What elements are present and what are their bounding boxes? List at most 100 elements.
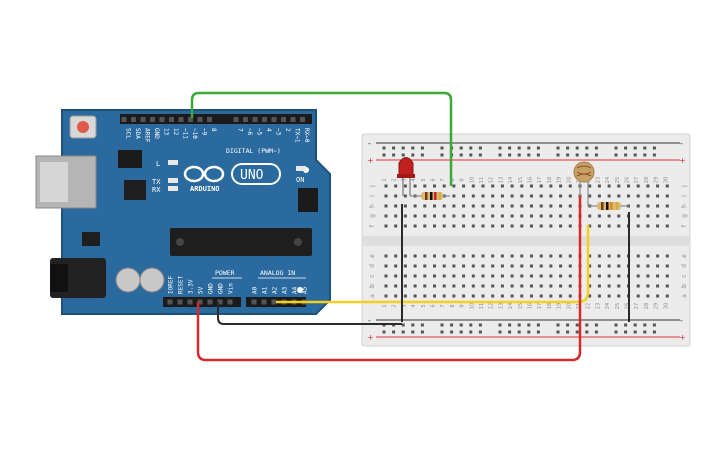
- breadboard-hole[interactable]: [597, 224, 601, 228]
- black-wire-gnd[interactable]: [217, 302, 402, 325]
- rail-hole[interactable]: [508, 323, 512, 327]
- breadboard-hole[interactable]: [510, 194, 514, 198]
- breadboard-hole[interactable]: [665, 224, 669, 228]
- breadboard-hole[interactable]: [636, 224, 640, 228]
- breadboard-hole[interactable]: [617, 224, 621, 228]
- breadboard-hole[interactable]: [656, 264, 660, 268]
- breadboard-hole[interactable]: [394, 184, 398, 188]
- breadboard-hole[interactable]: [403, 184, 407, 188]
- breadboard-hole[interactable]: [568, 294, 572, 298]
- breadboard-hole[interactable]: [442, 184, 446, 188]
- breadboard-hole[interactable]: [646, 274, 650, 278]
- breadboard-hole[interactable]: [607, 274, 611, 278]
- analog-pin-hole[interactable]: [251, 299, 257, 305]
- breadboard-hole[interactable]: [520, 184, 524, 188]
- breadboard-hole[interactable]: [559, 294, 563, 298]
- breadboard-hole[interactable]: [403, 194, 407, 198]
- analog-pin-hole[interactable]: [261, 299, 267, 305]
- power-pin-hole[interactable]: [187, 299, 193, 305]
- breadboard-hole[interactable]: [549, 284, 553, 288]
- rail-hole[interactable]: [624, 146, 628, 150]
- breadboard-hole[interactable]: [656, 254, 660, 258]
- rail-hole[interactable]: [556, 146, 560, 150]
- rail-hole[interactable]: [440, 153, 444, 157]
- breadboard-hole[interactable]: [403, 254, 407, 258]
- breadboard-hole[interactable]: [549, 224, 553, 228]
- rail-hole[interactable]: [450, 330, 454, 334]
- rail-hole[interactable]: [478, 330, 482, 334]
- reset-button-cap[interactable]: [77, 121, 89, 133]
- breadboard-hole[interactable]: [539, 214, 543, 218]
- breadboard-hole[interactable]: [500, 224, 504, 228]
- breadboard-hole[interactable]: [462, 194, 466, 198]
- breadboard-hole[interactable]: [481, 194, 485, 198]
- rail-hole[interactable]: [566, 146, 570, 150]
- yellow-wire[interactable]: [276, 225, 590, 304]
- breadboard-hole[interactable]: [491, 254, 495, 258]
- breadboard-hole[interactable]: [403, 224, 407, 228]
- rail-hole[interactable]: [594, 153, 598, 157]
- breadboard-hole[interactable]: [442, 204, 446, 208]
- breadboard-hole[interactable]: [646, 214, 650, 218]
- rail-hole[interactable]: [517, 146, 521, 150]
- breadboard-hole[interactable]: [471, 184, 475, 188]
- breadboard-hole[interactable]: [665, 294, 669, 298]
- breadboard-hole[interactable]: [491, 264, 495, 268]
- breadboard-hole[interactable]: [394, 194, 398, 198]
- breadboard-hole[interactable]: [510, 214, 514, 218]
- breadboard-hole[interactable]: [452, 204, 456, 208]
- breadboard-hole[interactable]: [462, 184, 466, 188]
- breadboard-hole[interactable]: [607, 284, 611, 288]
- rail-hole[interactable]: [624, 323, 628, 327]
- breadboard-hole[interactable]: [568, 184, 572, 188]
- rail-hole[interactable]: [450, 323, 454, 327]
- breadboard-hole[interactable]: [549, 214, 553, 218]
- rail-hole[interactable]: [585, 153, 589, 157]
- breadboard-hole[interactable]: [656, 274, 660, 278]
- rail-hole[interactable]: [478, 153, 482, 157]
- breadboard-hole[interactable]: [481, 204, 485, 208]
- breadboard-hole[interactable]: [597, 194, 601, 198]
- rail-hole[interactable]: [624, 330, 628, 334]
- breadboard-hole[interactable]: [384, 214, 388, 218]
- resistor-led[interactable]: [410, 192, 450, 200]
- rail-hole[interactable]: [469, 146, 473, 150]
- rail-hole[interactable]: [566, 153, 570, 157]
- breadboard-hole[interactable]: [549, 254, 553, 258]
- breadboard-hole[interactable]: [539, 224, 543, 228]
- breadboard-hole[interactable]: [413, 294, 417, 298]
- breadboard-hole[interactable]: [433, 254, 436, 258]
- breadboard-hole[interactable]: [471, 254, 475, 258]
- breadboard-hole[interactable]: [403, 284, 407, 288]
- breadboard-hole[interactable]: [530, 274, 533, 278]
- breadboard-hole[interactable]: [520, 294, 524, 298]
- breadboard-hole[interactable]: [394, 254, 398, 258]
- rail-hole[interactable]: [585, 146, 589, 150]
- breadboard-hole[interactable]: [500, 294, 504, 298]
- rail-hole[interactable]: [411, 153, 415, 157]
- breadboard-hole[interactable]: [413, 274, 417, 278]
- breadboard-hole[interactable]: [510, 204, 514, 208]
- breadboard-hole[interactable]: [403, 204, 407, 208]
- breadboard-hole[interactable]: [481, 224, 485, 228]
- digital-pin-hole[interactable]: [188, 117, 193, 122]
- breadboard-hole[interactable]: [500, 184, 504, 188]
- breadboard-hole[interactable]: [539, 284, 543, 288]
- breadboard-hole[interactable]: [500, 214, 504, 218]
- rail-hole[interactable]: [469, 330, 473, 334]
- breadboard-hole[interactable]: [539, 184, 543, 188]
- breadboard-hole[interactable]: [568, 214, 572, 218]
- breadboard-hole[interactable]: [510, 274, 514, 278]
- breadboard-hole[interactable]: [423, 204, 427, 208]
- breadboard-hole[interactable]: [656, 204, 660, 208]
- breadboard-hole[interactable]: [636, 184, 640, 188]
- rail-hole[interactable]: [536, 146, 540, 150]
- breadboard-hole[interactable]: [384, 294, 388, 298]
- breadboard-hole[interactable]: [597, 274, 601, 278]
- breadboard-hole[interactable]: [656, 284, 660, 288]
- breadboard-hole[interactable]: [423, 274, 427, 278]
- breadboard-hole[interactable]: [568, 224, 572, 228]
- rail-hole[interactable]: [633, 146, 637, 150]
- breadboard-hole[interactable]: [636, 294, 640, 298]
- breadboard-hole[interactable]: [481, 264, 485, 268]
